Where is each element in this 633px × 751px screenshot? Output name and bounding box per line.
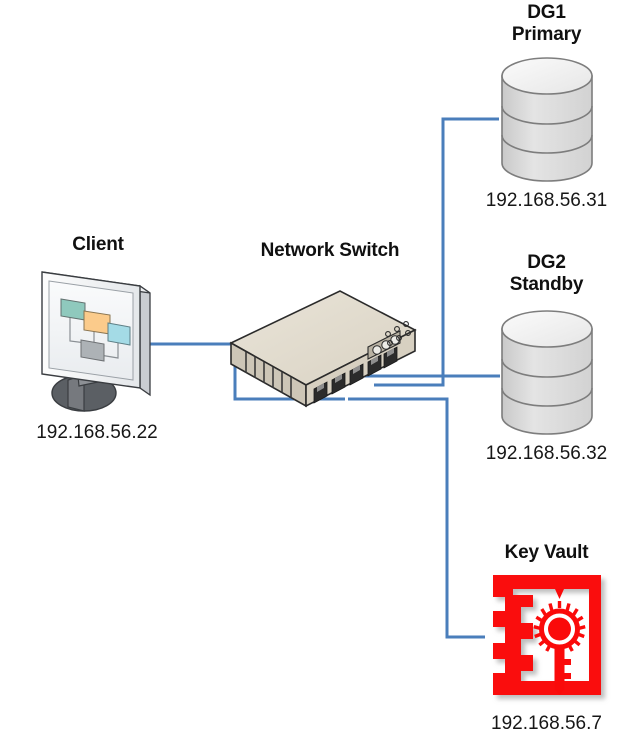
link-switch-to-dg1 <box>374 117 499 387</box>
key-vault-safe-icon <box>493 575 601 695</box>
node-client[interactable] <box>32 262 162 427</box>
vault-dial-icon <box>533 589 586 695</box>
label-vault-title: Key Vault <box>504 542 589 563</box>
switch-ports <box>313 346 398 404</box>
screen-block-teal <box>60 298 86 321</box>
label-dg2-title-line2: Standby <box>509 273 584 295</box>
desktop-monitor-icon <box>41 271 151 412</box>
link-client-to-switch <box>147 342 345 401</box>
label-dg1-title: DG1 Primary <box>460 2 633 46</box>
database-cylinder-icon <box>501 57 593 182</box>
switch-vents <box>245 352 292 398</box>
label-dg2-title-line1: DG2 <box>527 252 566 273</box>
label-vault-ip: 192.168.56.7 <box>491 713 602 734</box>
label-dg2-title: DG2 Standby <box>460 252 633 296</box>
label-dg1-ip: 192.168.56.31 <box>485 190 608 211</box>
screen-block-cyan <box>107 322 131 346</box>
label-dg1-title-line1: DG1 <box>527 2 566 23</box>
link-switch-to-vault <box>348 397 485 639</box>
node-dg2-database[interactable] <box>497 310 597 436</box>
switch-leds <box>385 321 411 346</box>
database-cylinder-icon <box>501 310 593 435</box>
node-key-vault[interactable] <box>483 573 611 705</box>
label-switch-title: Network Switch <box>260 240 400 261</box>
label-client-title: Client <box>72 234 124 255</box>
network-switch-icon <box>229 290 417 408</box>
node-network-switch[interactable] <box>228 288 418 413</box>
screen-block-gray <box>80 339 105 362</box>
label-client-ip: 192.168.56.22 <box>36 422 158 443</box>
label-dg2-ip: 192.168.56.32 <box>485 443 608 464</box>
label-dg1-title-line2: Primary <box>511 23 582 45</box>
node-dg1-database[interactable] <box>497 57 597 183</box>
screen-block-orange <box>83 310 111 335</box>
